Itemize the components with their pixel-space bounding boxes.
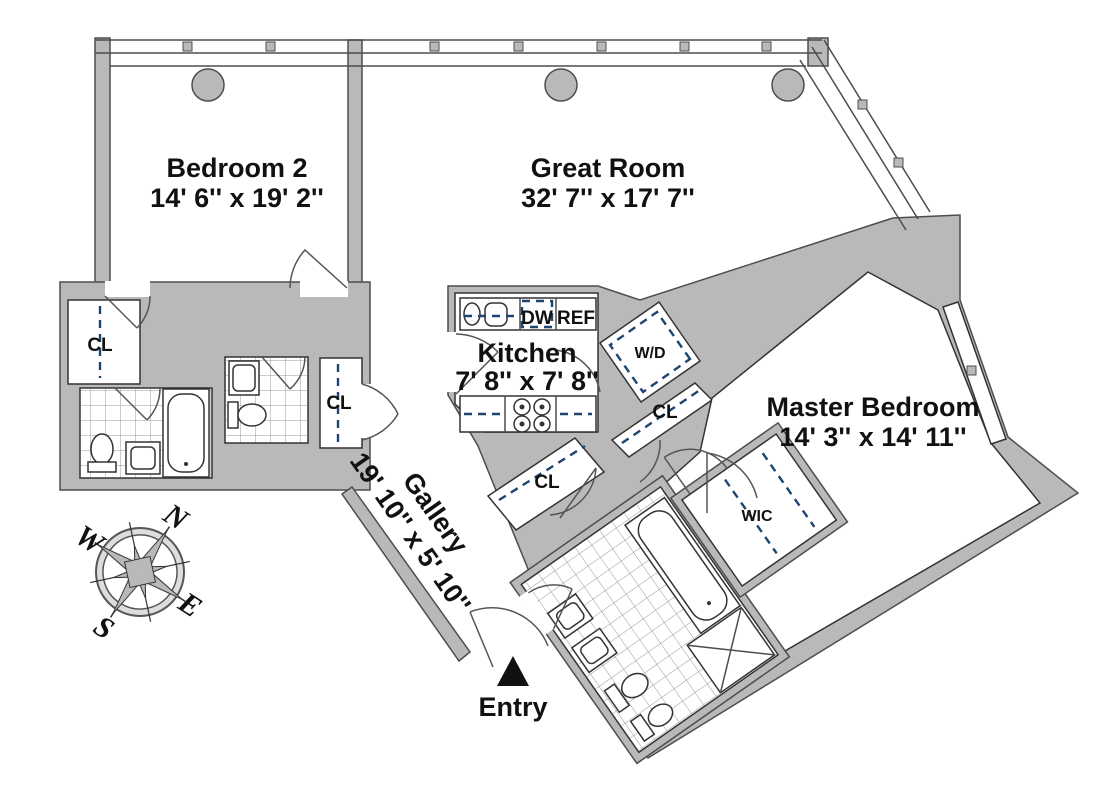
window-mullion (429, 41, 440, 52)
bathtub (162, 388, 210, 478)
master-bedroom-door (706, 452, 758, 513)
opening-kitchen-west-door (444, 332, 456, 392)
column (544, 68, 578, 102)
opening-closet1-door (105, 281, 150, 297)
doors (104, 248, 758, 668)
dishwasher-label: DW (521, 308, 553, 329)
wic-rod-dashed (761, 452, 816, 528)
toilet (227, 401, 267, 429)
bidet (629, 703, 674, 743)
window-mullion (966, 365, 977, 376)
closet-1 (67, 299, 141, 385)
window-mullion (679, 41, 690, 52)
kitchen-east-door (555, 349, 601, 393)
closet1-label: CL (87, 335, 113, 356)
wall-post-top-bend (807, 37, 829, 67)
closet1-door (104, 295, 151, 329)
refrigerator-label: REF (557, 308, 595, 329)
gallery-closet-door (549, 467, 597, 519)
window-mullion (857, 99, 868, 110)
compass-rose-icon: N E S W (69, 497, 207, 646)
compass-center (123, 555, 157, 589)
compass-star (97, 529, 183, 615)
vanity-sink (125, 441, 161, 475)
wall-gallery-southwest (340, 485, 472, 663)
closet-2 (319, 357, 363, 449)
window-wall-angled-outer (823, 39, 931, 213)
entry-label: Entry (478, 692, 547, 722)
master-bathtub (624, 496, 742, 635)
gallery-closet (486, 437, 606, 531)
bathroom1-door (114, 387, 161, 421)
washer-dryer-closet (598, 300, 702, 404)
bedroom2-label: Bedroom 2 (166, 153, 307, 183)
washer-dryer-label: W/D (634, 345, 665, 362)
wic-label: WIC (741, 508, 773, 525)
wall-bedroom2-greatroom-divider (347, 39, 363, 297)
window-mullion (265, 41, 276, 52)
master-bedroom-label: Master Bedroom (766, 392, 979, 422)
entry-marker: Entry (478, 656, 548, 722)
toilet (603, 672, 649, 714)
opening-master-bath-door (519, 590, 556, 635)
gallery-closet-rod-dashed (498, 444, 586, 502)
entry-door (469, 607, 549, 668)
dashed-lines (98, 306, 701, 502)
master-bedroom-dimensions: 14' 3'' x 14' 11'' (779, 422, 966, 452)
kitchen-counter-top (459, 297, 597, 331)
bathroom2-door (261, 356, 306, 390)
wic-door (663, 448, 728, 495)
sink (228, 360, 260, 396)
window-mullion (596, 41, 607, 52)
bathroom-1-fixtures (81, 388, 211, 478)
dishwasher-outline (520, 299, 554, 329)
column (191, 68, 225, 102)
bedroom2-dimensions: 14' 6'' x 19' 2'' (150, 183, 324, 213)
window-mullion (513, 41, 524, 52)
compass-south-label: S (88, 609, 120, 646)
compass-north-label: N (157, 497, 195, 538)
entry-arrow-icon (497, 656, 529, 686)
bathroom-2-fixtures (226, 358, 307, 442)
master-closet-door (639, 439, 661, 483)
kitchen-west-door (455, 333, 499, 395)
window-wall-angled-inner (811, 46, 919, 220)
closet2-door (361, 383, 399, 441)
toilet (87, 433, 117, 473)
kitchen-label: Kitchen (477, 338, 576, 368)
kitchen-sink-basin (484, 302, 508, 327)
kitchen-sink (463, 302, 481, 326)
window-mullion (893, 157, 904, 168)
opening-bedroom2-door (300, 281, 348, 297)
wic-rod-dashed (724, 478, 778, 554)
bedroom2-door (289, 248, 348, 289)
kitchen-dimensions: 7' 8'' x 7' 8'' (455, 366, 599, 396)
great-room-dimensions: 32' 7'' x 17' 7'' (521, 183, 695, 213)
walk-in-closet-room (680, 432, 838, 588)
great-room-label: Great Room (531, 153, 686, 183)
closet2-label: CL (326, 393, 352, 414)
shower (686, 606, 776, 694)
master-closet-rod-dashed (621, 389, 701, 444)
columns (191, 68, 805, 102)
master-bath-tile-floor (522, 488, 777, 751)
master-bath-wic-block (509, 421, 849, 765)
master-closet-label: CL (652, 402, 678, 423)
window-walls (95, 39, 1007, 445)
master-bath-door (527, 584, 573, 630)
opening-closet2-door (358, 384, 372, 438)
window-mullion (761, 41, 772, 52)
washer-dryer-dashed (608, 310, 692, 394)
gallery-closet-label: CL (534, 472, 560, 493)
window-mullion (182, 41, 193, 52)
wall-left-exterior (94, 37, 111, 285)
wall-angled-inner-face (799, 59, 907, 231)
stove-burners (513, 398, 551, 433)
column (771, 68, 805, 102)
